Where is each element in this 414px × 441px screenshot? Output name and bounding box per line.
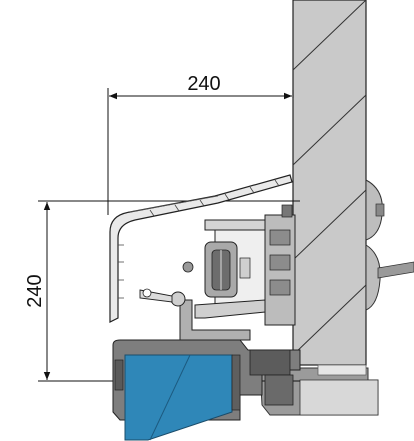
horizontal-dimension	[107, 88, 294, 215]
vertical-dimension-value: 240	[24, 274, 46, 307]
guide-roller	[182, 241, 251, 298]
wall-fixings	[365, 179, 414, 311]
wall-section	[292, 0, 367, 366]
cover-housing	[109, 174, 293, 323]
lever-arm	[139, 288, 186, 307]
motor-body	[124, 354, 241, 441]
horizontal-dimension-value: 240	[187, 73, 220, 95]
